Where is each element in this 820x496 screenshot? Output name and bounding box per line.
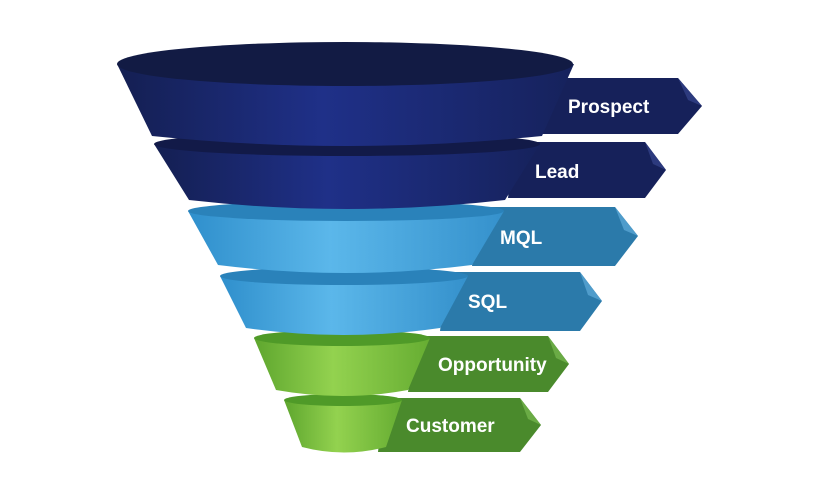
stage-label-opportunity: Opportunity	[438, 355, 547, 376]
funnel-body	[117, 42, 574, 453]
funnel-band-prospect	[117, 42, 574, 146]
tab-prospect: Prospect	[540, 78, 702, 134]
tab-sql: SQL	[440, 272, 602, 331]
stage-label-lead: Lead	[535, 162, 579, 183]
stage-label-mql: MQL	[500, 228, 543, 249]
funnel-band-opportunity	[254, 330, 430, 396]
stage-label-customer: Customer	[406, 416, 495, 437]
stage-label-prospect: Prospect	[568, 97, 650, 118]
tab-mql: MQL	[472, 207, 638, 266]
stage-tabs: Prospect Lead MQL SQL Opportunity	[378, 78, 702, 452]
tab-customer: Customer	[378, 398, 541, 452]
funnel-band-sql	[220, 267, 468, 335]
tab-opportunity: Opportunity	[408, 336, 569, 392]
tab-lead: Lead	[508, 142, 666, 198]
funnel-band-mql	[188, 201, 504, 273]
funnel-band-customer	[284, 394, 402, 453]
stage-label-sql: SQL	[468, 292, 507, 313]
